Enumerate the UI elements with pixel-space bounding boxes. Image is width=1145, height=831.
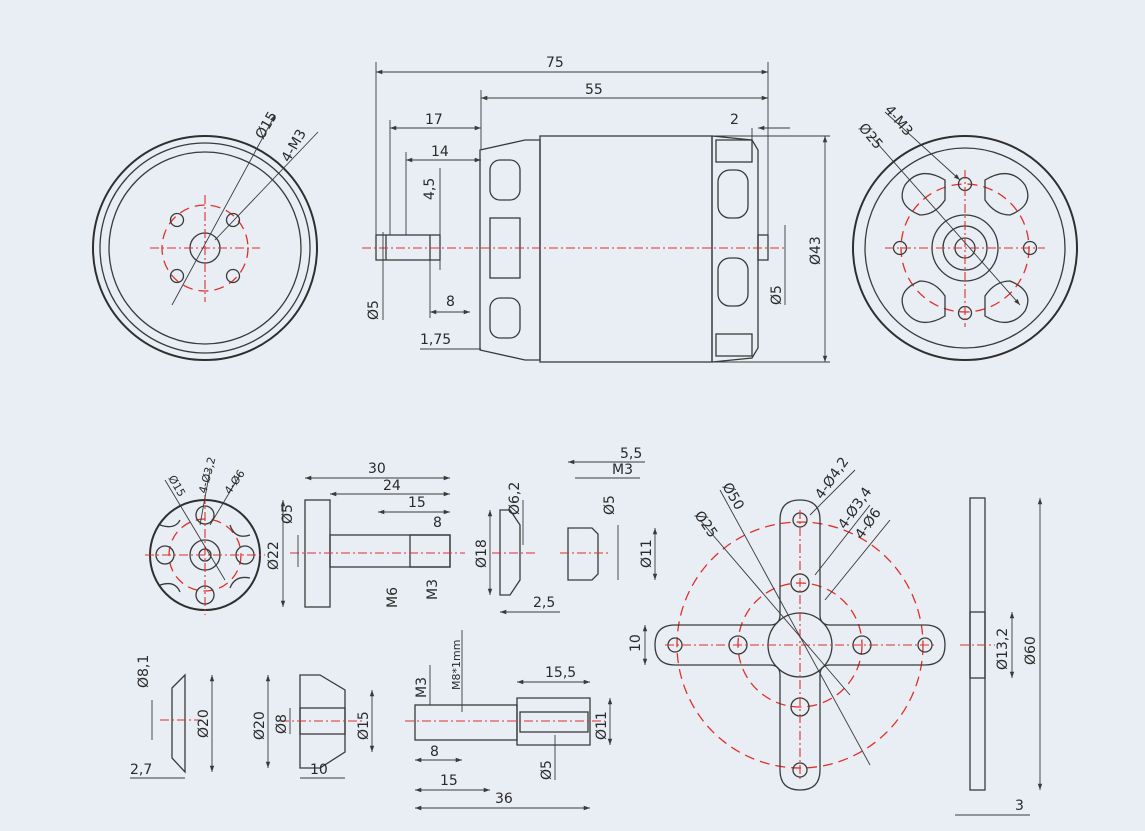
washer-d18: Ø18 bbox=[474, 539, 490, 568]
mount-d50: Ø50 bbox=[719, 480, 747, 513]
shaft-d11: Ø11 bbox=[594, 711, 610, 740]
nut-view: 5,5 M3 Ø5 Ø11 bbox=[560, 446, 658, 581]
side-d5r: Ø5 bbox=[769, 285, 785, 305]
cone-large-d15: Ø15 bbox=[356, 711, 372, 740]
adapter-d30: 30 bbox=[368, 461, 386, 477]
side-d43: Ø43 bbox=[808, 236, 824, 265]
mount-d25: Ø25 bbox=[691, 508, 721, 541]
rear-m3-label: 4-M3 bbox=[881, 102, 916, 139]
plate-d60: Ø60 bbox=[1023, 636, 1039, 665]
adapter-m6: M6 bbox=[385, 587, 401, 608]
nut-d5-5: 5,5 bbox=[620, 446, 642, 462]
plate-d13-2: Ø13,2 bbox=[995, 628, 1011, 670]
cone-large-d20: Ø20 bbox=[252, 711, 268, 740]
adapter-side-view: 30 24 15 8 Ø22 Ø5 M6 M3 bbox=[266, 461, 465, 608]
cone-small-d8-1: Ø8,1 bbox=[136, 655, 152, 688]
plate-d3: 3 bbox=[1015, 798, 1024, 814]
adapter-d5: Ø5 bbox=[280, 504, 296, 524]
adapter-d8: 8 bbox=[433, 515, 442, 531]
small-cone-view: Ø8,1 Ø20 2,7 bbox=[130, 655, 215, 779]
side-d17: 17 bbox=[425, 112, 443, 128]
motor-front-view: Ø15 4-M3 bbox=[92, 109, 319, 361]
adapter-d15b: 15 bbox=[408, 495, 426, 511]
side-d5: Ø5 bbox=[366, 300, 382, 320]
cross-mount-view: Ø50 Ø25 4-Ø4,2 4-Ø3,4 4-Ø6 10 bbox=[628, 454, 946, 791]
front-d15-label: Ø15 bbox=[253, 109, 281, 142]
washer-d6-2: Ø6,2 bbox=[507, 482, 523, 515]
washer-d2-5: 2,5 bbox=[533, 595, 555, 611]
washer-view: Ø18 Ø6,2 2,5 bbox=[474, 482, 560, 615]
motor-rear-view: Ø25 4-M3 bbox=[852, 102, 1078, 361]
nut-m3: M3 bbox=[612, 462, 633, 478]
shaft-d8: 8 bbox=[430, 744, 439, 760]
side-d1-75: 1,75 bbox=[420, 332, 451, 348]
plate-side-view: Ø13,2 Ø60 3 bbox=[955, 497, 1043, 816]
adapter-front-view: Ø15 4-Ø3,2 4-Ø6 bbox=[145, 456, 265, 615]
adapter-d3-2: 4-Ø3,2 bbox=[196, 456, 218, 495]
adapter-d24: 24 bbox=[383, 478, 401, 494]
adapter-d22: Ø22 bbox=[266, 541, 282, 570]
side-d4-5: 4,5 bbox=[422, 178, 438, 200]
cone-small-d2-7: 2,7 bbox=[130, 762, 152, 778]
shaft-m3: M3 bbox=[414, 677, 430, 698]
side-d2: 2 bbox=[730, 112, 739, 128]
adapter-d6: 4-Ø6 bbox=[222, 467, 248, 496]
nut-d5: Ø5 bbox=[602, 495, 618, 515]
side-d8: 8 bbox=[446, 294, 455, 310]
side-d14: 14 bbox=[431, 144, 449, 160]
adapter-m3: M3 bbox=[425, 579, 441, 600]
shaft-m8: M8*1mm bbox=[450, 640, 463, 690]
shaft-d36: 36 bbox=[495, 791, 513, 807]
nut-d11: Ø11 bbox=[639, 539, 655, 568]
motor-side-view: 75 55 17 14 4,5 2 Ø5 8 1,75 Ø5 Ø43 bbox=[362, 55, 830, 363]
large-cone-view: Ø20 Ø8 Ø15 10 bbox=[252, 674, 375, 779]
side-d55: 55 bbox=[585, 82, 603, 98]
cone-large-d10: 10 bbox=[310, 762, 328, 778]
cone-small-d20: Ø20 bbox=[196, 709, 212, 738]
cone-large-d8: Ø8 bbox=[274, 714, 290, 734]
mount-d10: 10 bbox=[628, 634, 644, 652]
shaft-d15-5: 15,5 bbox=[545, 665, 576, 681]
shaft-d5: Ø5 bbox=[539, 760, 555, 780]
shaft-d15: 15 bbox=[440, 773, 458, 789]
shaft-adapter-view: M3 M8*1mm 15,5 Ø11 8 15 Ø5 36 bbox=[405, 630, 613, 811]
side-d75: 75 bbox=[546, 55, 564, 71]
